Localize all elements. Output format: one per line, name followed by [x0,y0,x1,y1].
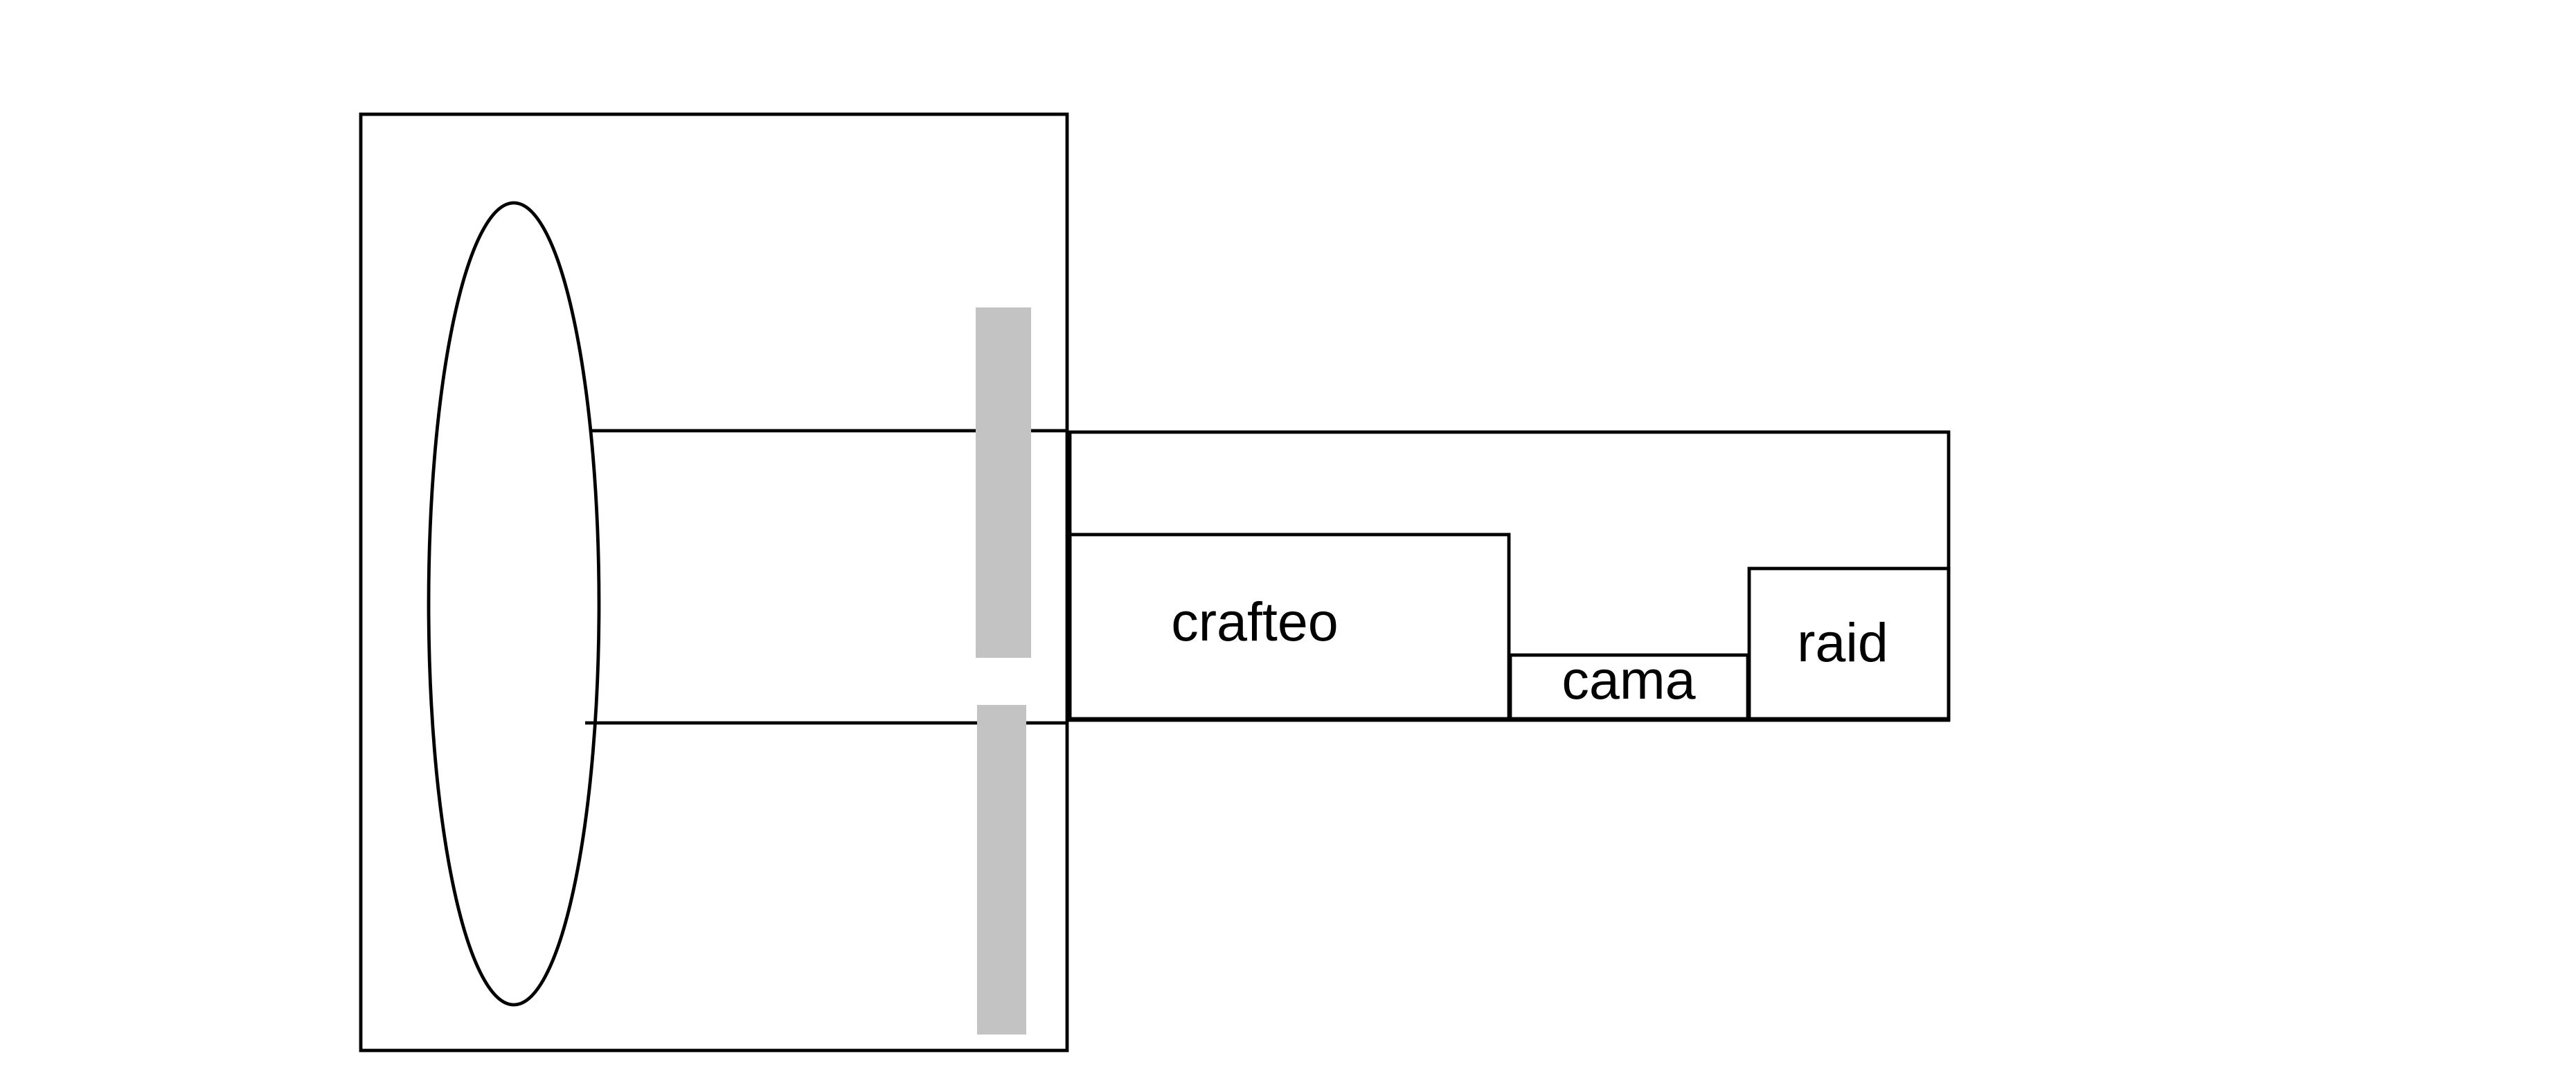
raid-room-label: raid [1797,611,1888,673]
crafting-room-label: crafteo [1171,591,1339,652]
oval-shape [427,201,601,1007]
outer-room-outline [359,112,1069,1053]
crafting-room [1068,532,1511,721]
door-bar-lower [977,705,1026,1035]
door-bar-upper [976,307,1031,658]
bed-room-label: cama [1562,649,1695,710]
raid-room [1747,566,1951,721]
